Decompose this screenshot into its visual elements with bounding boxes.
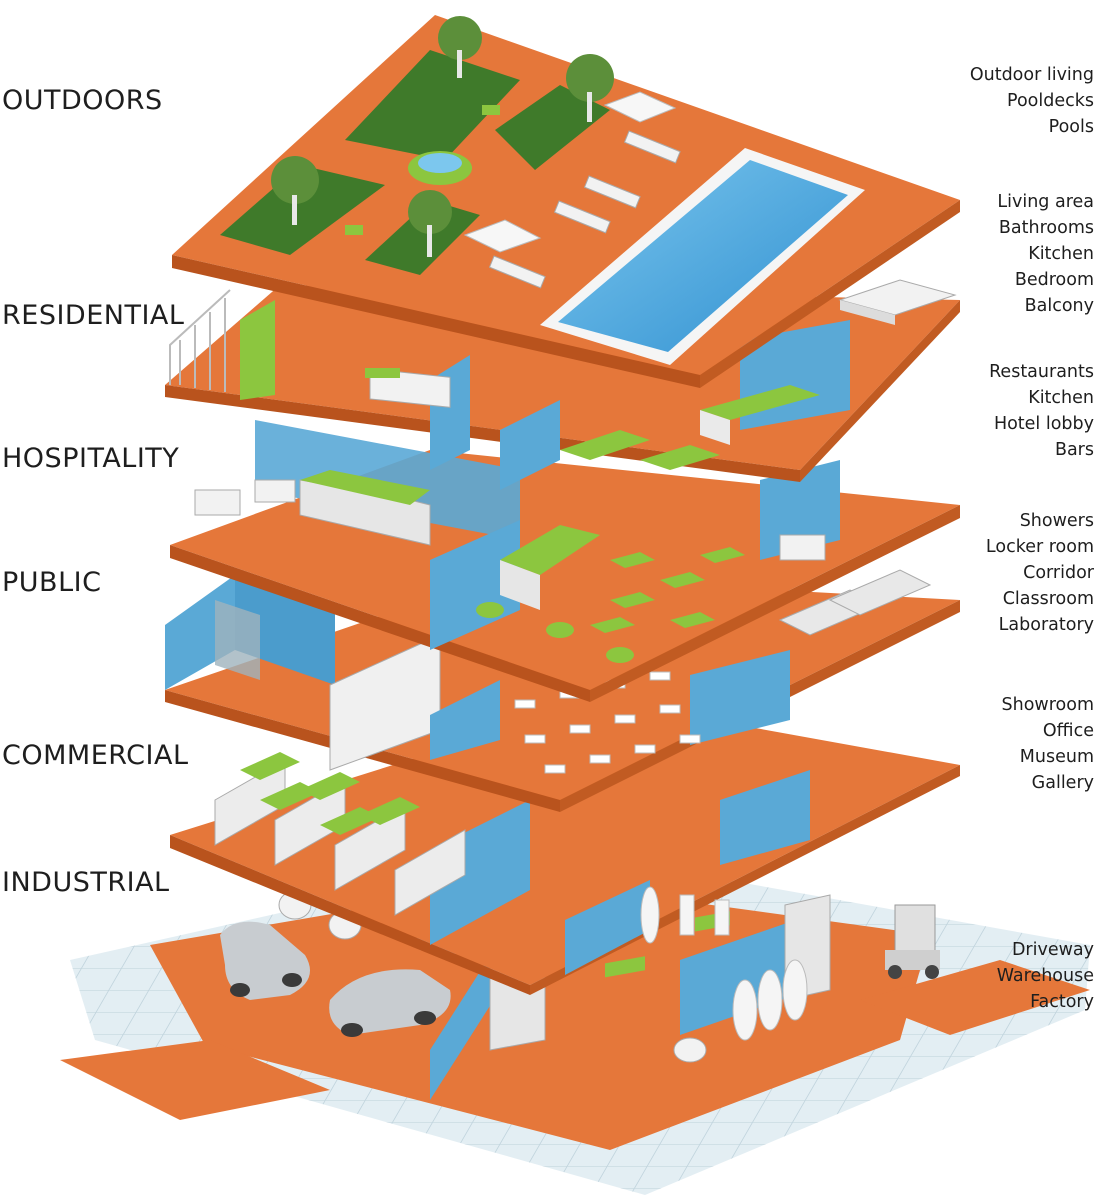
hospitality-level xyxy=(170,420,960,702)
lobby-sofas xyxy=(194,479,826,561)
sun-loungers xyxy=(488,130,681,289)
usage-item: Warehouse xyxy=(996,966,1094,986)
reception-desk-top xyxy=(300,470,430,505)
mannequins xyxy=(732,959,808,1041)
fountain-water xyxy=(418,153,462,173)
usage-item: Office xyxy=(1042,721,1094,741)
residential-floor-edge xyxy=(800,300,960,482)
commercial-level xyxy=(170,658,960,995)
usage-item: Factory xyxy=(1030,992,1094,1012)
usage-list-commercial: Showroom Office Museum Gallery xyxy=(1002,692,1095,796)
kitchen-counter xyxy=(700,385,820,445)
hospitality-floor-edge xyxy=(590,505,960,702)
roof-floor-edge xyxy=(172,255,700,388)
usage-item: Corridor xyxy=(1023,563,1094,583)
usage-item: Hotel lobby xyxy=(993,414,1094,434)
usage-item: Showroom xyxy=(1001,695,1095,715)
level-label-commercial: COMMERCIAL xyxy=(2,740,189,771)
lab-benches xyxy=(778,569,932,636)
commercial-floor-edge xyxy=(170,835,530,995)
commercial-floor xyxy=(170,700,960,985)
usage-item: Bedroom xyxy=(1014,270,1094,290)
usage-item: Living area xyxy=(997,192,1094,212)
restaurant-tables xyxy=(590,547,745,633)
hospitality-wall xyxy=(430,520,520,650)
usage-item: Showers xyxy=(1019,511,1094,531)
usage-item: Restaurants xyxy=(989,362,1094,382)
usage-item: Locker room xyxy=(985,537,1094,557)
garden-benches xyxy=(345,105,500,235)
kitchen-wall xyxy=(500,400,560,490)
trees xyxy=(271,16,614,257)
shower-glass xyxy=(215,600,260,680)
usage-list-industrial: Driveway Warehouse Factory xyxy=(997,937,1094,1015)
lawn xyxy=(345,50,520,160)
industrial-wall xyxy=(680,915,810,1035)
driveway-strip xyxy=(60,1040,330,1120)
outdoors-level xyxy=(172,15,960,388)
driveway-strip-right xyxy=(860,960,1090,1035)
lawn xyxy=(365,200,480,275)
usage-item: Bathrooms xyxy=(998,218,1094,238)
usage-list-hospitality: Restaurants Kitchen Hotel lobby Bars xyxy=(989,359,1094,463)
car xyxy=(220,921,310,1000)
car xyxy=(329,969,451,1037)
forklift xyxy=(885,904,940,979)
corridor-wall xyxy=(430,680,500,760)
level-label-residential: RESIDENTIAL xyxy=(2,300,185,331)
lounge-seats xyxy=(476,602,634,663)
balcony-railing xyxy=(169,289,231,392)
level-label-industrial: INDUSTRIAL xyxy=(2,867,170,898)
usage-list-public: Showers Locker room Corridor Classroom L… xyxy=(986,508,1094,638)
usage-item: Museum xyxy=(1019,747,1094,767)
level-label-outdoors: OUTDOORS xyxy=(2,85,163,116)
bed xyxy=(838,279,957,325)
classroom-wall xyxy=(690,650,790,745)
sofa xyxy=(369,368,451,408)
commercial-wall xyxy=(720,770,810,865)
fireplace-wall xyxy=(240,300,275,400)
industrial-wall xyxy=(430,940,500,1100)
usage-item: Laboratory xyxy=(998,615,1094,635)
roof-floor xyxy=(172,15,960,375)
commercial-floor-edge xyxy=(530,765,960,995)
residential-floor-edge xyxy=(165,385,800,482)
usage-item: Kitchen xyxy=(1028,388,1094,408)
usage-item: Bars xyxy=(1054,440,1094,460)
hospitality-floor-edge xyxy=(170,545,590,702)
usage-item: Outdoor living xyxy=(969,65,1094,85)
roof-floor-edge xyxy=(700,200,960,388)
usage-item: Classroom xyxy=(1002,589,1094,609)
level-label-public: PUBLIC xyxy=(2,567,102,598)
level-label-hospitality: HOSPITALITY xyxy=(2,443,180,474)
usage-list-residential: Living area Bathrooms Kitchen Bedroom Ba… xyxy=(997,189,1094,319)
hospitality-wall xyxy=(255,420,520,540)
usage-item: Gallery xyxy=(1031,773,1094,793)
commercial-wall xyxy=(430,800,530,945)
usage-item: Pools xyxy=(1048,117,1094,137)
usage-list-outdoors: Outdoor living Pooldecks Pools xyxy=(970,62,1094,140)
lawn xyxy=(495,85,610,170)
usage-item: Driveway xyxy=(1011,940,1094,960)
lawn xyxy=(220,165,385,255)
commercial-wall xyxy=(565,880,650,975)
sun-umbrellas xyxy=(463,91,677,253)
usage-item: Kitchen xyxy=(1028,244,1094,264)
showroom-pedestals xyxy=(640,886,730,944)
dining-table xyxy=(560,430,720,470)
usage-item: Balcony xyxy=(1024,296,1094,316)
bar-counter xyxy=(500,525,600,610)
industrial-level xyxy=(60,850,1090,1195)
usage-item: Pooldecks xyxy=(1007,91,1094,111)
swimming-pool xyxy=(558,160,848,352)
coffee-table xyxy=(365,368,400,378)
office-cubicles xyxy=(214,752,466,916)
